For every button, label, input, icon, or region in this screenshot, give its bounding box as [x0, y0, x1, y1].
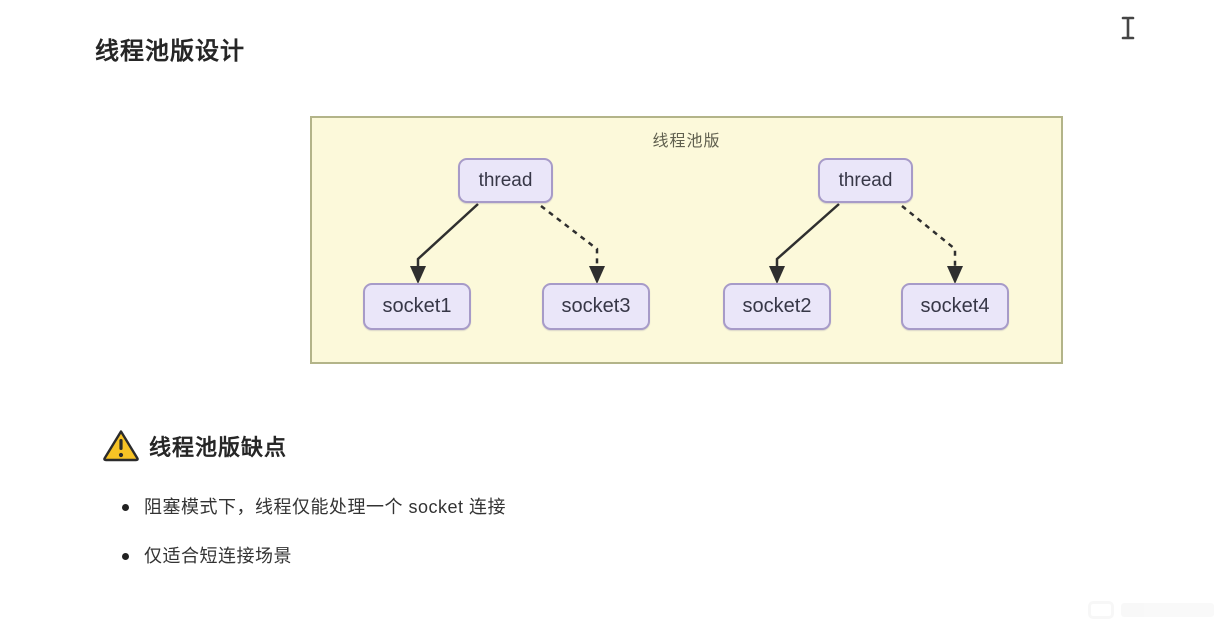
- edge-thread1-socket1: [410, 203, 479, 284]
- warning-triangle-icon: [103, 430, 139, 462]
- watermark: [1088, 600, 1214, 620]
- drawback-list: 阻塞模式下，线程仅能处理一个 socket 连接 仅适合短连接场景: [122, 493, 506, 591]
- diagram-edges: [410, 203, 963, 284]
- node-thread-right: thread: [818, 158, 913, 203]
- node-thread-left: thread: [458, 158, 553, 203]
- warning-heading: 线程池版缺点: [103, 429, 287, 462]
- node-socket1: socket1: [363, 283, 471, 330]
- drawback-item-2: 仅适合短连接场景: [122, 542, 506, 570]
- thread-pool-diagram: 线程池版 thread thread s: [310, 116, 1063, 364]
- node-socket2: socket2: [723, 283, 831, 330]
- watermark-logo-icon: [1088, 601, 1114, 619]
- text-cursor-icon: [1121, 16, 1135, 40]
- node-socket4: socket4: [901, 283, 1009, 330]
- diagram-title: 线程池版: [652, 133, 721, 150]
- node-socket3: socket3: [542, 283, 650, 330]
- page-title: 线程池版设计: [95, 38, 245, 65]
- warning-title: 线程池版缺点: [149, 434, 288, 460]
- drawback-item-1: 阻塞模式下，线程仅能处理一个 socket 连接: [122, 493, 506, 521]
- edge-thread2-socket2: [769, 203, 840, 284]
- watermark-text-blur: [1121, 603, 1214, 617]
- edge-thread2-socket4: [901, 205, 963, 284]
- edge-thread1-socket3: [540, 205, 605, 284]
